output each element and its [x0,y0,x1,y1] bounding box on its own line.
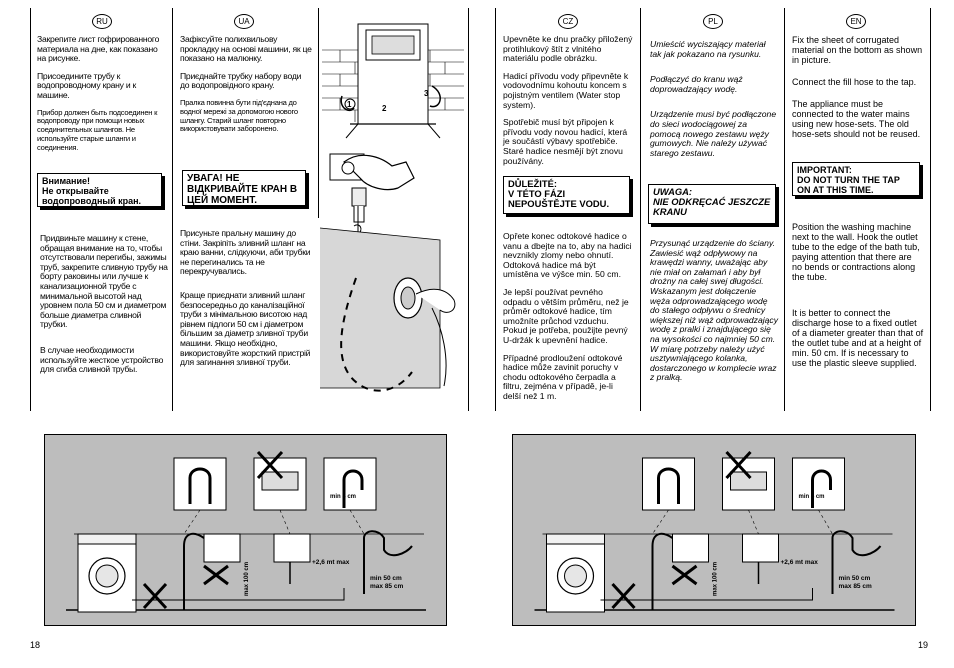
cross-icon [611,582,636,610]
right-drain-diagram: min 4 cm max 100 cm +2,6 mt max min 50 c… [534,450,895,613]
fig-number-1-circle [344,98,356,110]
ru-p1: Закрепите лист гофрированного материала … [37,34,160,64]
label-max100-right: max 100 cm [713,562,719,596]
ua-column-lower: Присуньте пральну машину до стіни. Закрі… [180,228,312,376]
lang-tag-cz: CZ [558,14,578,29]
installation-figure-top: 1 2 3 [320,14,466,140]
pl-p2: Podłączyć do kranu wąż doprowadzający wo… [650,74,743,94]
en-p1: Fix the sheet of corrugated material on … [792,35,923,65]
en-column-lower: Position the washing machine next to the… [792,222,924,376]
pl-column-lower: Przysunąć urządzenie do ściany. Zawiesić… [650,238,779,391]
cross-icon [142,582,168,610]
cross-icon [725,450,752,480]
ru-p3: Прибор должен быть подсоединен к водопро… [37,107,158,152]
cz-p5: Je lepší používat pevného odpadu o větší… [503,286,629,345]
page-number-right: 19 [918,640,929,650]
left-drain-diagram: min 4 cm max 100 cm +2,6 mt max min 50 c… [66,450,426,613]
ua-p2: Приєднайте трубку набору води до водопро… [180,70,302,91]
pl-p1: Umieścić wyciszający materiał tak jak po… [650,39,766,59]
label-min50-right: min 50 cm [839,575,871,582]
cross-icon [671,564,698,586]
cz-p2: Hadicí přívodu vody připevněte k vodovod… [503,70,629,110]
ua-p3: Пралка повинна бути під'єднана до водної… [180,97,298,134]
en-p5: It is better to connect the discharge ho… [792,308,924,368]
right-page-left-edge [495,8,496,411]
label-min50-left: min 50 cm [370,575,402,582]
right-column-divider-2 [784,8,785,411]
fig-number-3: 3 [424,89,429,98]
ru-p5: В случае необходимости используйте жестк… [40,344,164,375]
right-column-divider-1 [640,8,641,411]
lang-tag-en: EN [846,14,866,29]
cz-warning-box: DŮLEŽITÉ: V TÉTO FÁZI NEPOUŠTĚJTE VODU. [503,176,630,214]
cz-p4: Opřete konec odtokové hadice o vanu a db… [503,231,632,280]
left-page-right-edge [468,8,469,411]
ru-column-lower: Придвиньте машину к стене, обращая внима… [40,233,168,383]
ru-warning-box: Внимание! Не открывайте водопроводный кр… [37,173,162,207]
ua-p1: Зафіксуйте полихвильову прокладку на осн… [180,34,312,64]
right-page-right-edge [930,8,931,411]
pl-column: Umieścić wyciszający materiał tak jak po… [650,39,778,166]
label-max100-left: max 100 cm [244,562,250,596]
installation-figure-tap [320,148,466,410]
cz-p3: Spotřebič musí být připojen k přívodu vo… [503,117,628,166]
en-warning-box: IMPORTANT: DO NOT TURN THE TAP ON AT THI… [792,162,920,196]
cz-column-lower: Opřete konec odtokové hadice o vanu a db… [503,231,633,410]
left-page-frame [30,8,468,411]
ru-p4: Придвиньте машину к стене, обращая внима… [40,233,168,330]
en-p2: Connect the fill hose to the tap. [792,77,917,87]
cz-p6: Případné prodloužení odtokové hadice můž… [503,352,623,401]
lang-tag-ru: RU [92,14,112,29]
pl-p3: Urządzenie musi być podłączone do sieci … [650,109,777,158]
left-column-divider-2 [318,8,319,218]
fig-number-2: 2 [382,104,387,113]
label-plus26-left: +2,6 mt max [312,559,350,566]
pl-p4: Przysunąć urządzenie do ściany. Zawiesić… [650,238,779,383]
lang-tag-ua: UA [234,14,254,29]
ua-p4: Присуньте пральну машину до стіни. Закрі… [180,228,311,277]
en-p4: Position the washing machine next to the… [792,222,920,282]
en-column: Fix the sheet of corrugated material on … [792,35,924,147]
fig-number-1: 1 [347,100,352,109]
label-min4-left: min 4 cm [330,494,356,500]
cz-column: Upevněte ke dnu pračky přiložený protihl… [503,34,633,174]
label-max85-left: max 85 cm [370,583,403,590]
pl-warning-box: UWAGA: NIE ODKRĘCAĆ JESZCZE KRANU [648,184,776,224]
left-column-divider-1 [172,8,173,411]
label-min4-right: min 4 cm [799,494,825,500]
ru-column: Закрепите лист гофрированного материала … [37,34,165,161]
label-plus26-right: +2,6 mt max [781,559,819,566]
cross-icon [203,564,229,586]
page-number-left: 18 [30,640,41,650]
ua-warning-box: УВАГА! НЕ ВІДКРИВАЙТЕ КРАН В ЦЕЙ МОМЕНТ. [182,170,306,206]
ru-p2: Присоедините трубу к водопроводному кран… [37,70,137,100]
lang-tag-pl: PL [703,14,723,29]
cz-p1: Upevněte ke dnu pračky přiložený protihl… [503,34,633,64]
en-p3: The appliance must be connected to the w… [792,99,921,139]
label-max85-right: max 85 cm [839,583,872,590]
ua-column: Зафіксуйте полихвильову прокладку на осн… [180,34,312,142]
ua-p5: Краще приєднати зливний шланг безпосеред… [180,289,311,368]
cross-icon [256,450,284,480]
